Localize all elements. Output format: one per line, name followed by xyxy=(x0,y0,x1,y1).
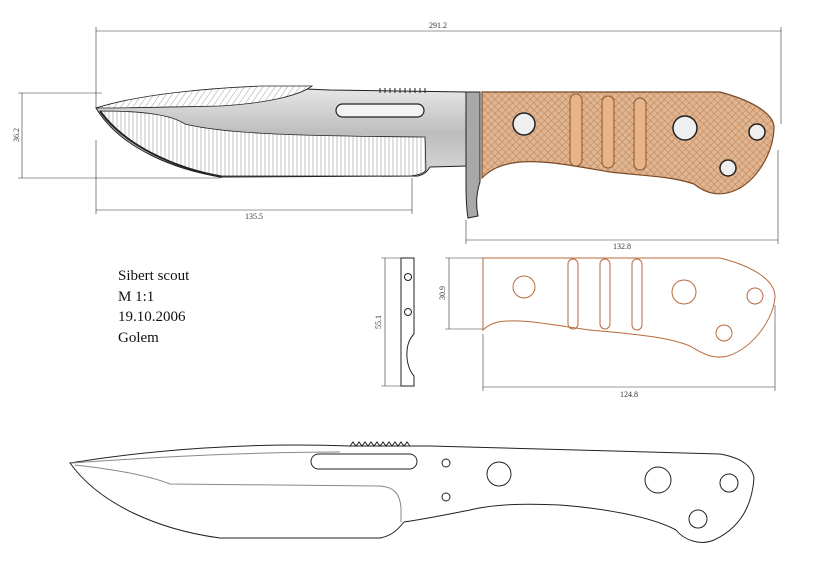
handle-holes xyxy=(512,112,766,177)
dim-guard-height: 55.1 xyxy=(374,315,383,329)
rendered-knife xyxy=(95,85,775,219)
knife-name: Sibert scout xyxy=(118,268,190,284)
handle-grooves xyxy=(569,93,647,171)
title-block: Sibert scout M 1:1 19.10.2006 Golem xyxy=(118,266,189,348)
drawing-date: 19.10.2006 xyxy=(118,309,186,325)
template-serrations xyxy=(349,441,411,447)
guard-dimension xyxy=(381,257,401,387)
blade-slot xyxy=(335,103,425,118)
template-tip-line xyxy=(71,451,341,464)
drawing-scale: M 1:1 xyxy=(118,288,155,305)
drawing-author: Golem xyxy=(118,329,159,346)
scale-dimensions xyxy=(445,257,776,391)
top-dimensions xyxy=(18,27,782,244)
template-holes xyxy=(441,458,739,529)
guard xyxy=(465,91,481,219)
cutting-edge xyxy=(99,110,223,178)
swedge xyxy=(95,85,314,109)
dim-blade-length: 135.5 xyxy=(245,212,263,221)
dim-blade-height: 36.2 xyxy=(12,128,21,142)
outline-template xyxy=(69,441,755,543)
handle-scale xyxy=(481,91,775,195)
guard-profile xyxy=(400,257,415,387)
dim-handle-length: 132.8 xyxy=(613,242,631,251)
template-grind-line xyxy=(74,464,402,522)
scale-outline xyxy=(482,257,776,358)
template-slot xyxy=(310,453,418,470)
dim-scale-height: 30.9 xyxy=(438,286,447,300)
spine-serrations xyxy=(379,88,426,93)
dim-scale-length: 124.8 xyxy=(620,390,638,399)
dim-overall-length: 291.2 xyxy=(429,21,447,30)
template-profile xyxy=(69,444,755,543)
